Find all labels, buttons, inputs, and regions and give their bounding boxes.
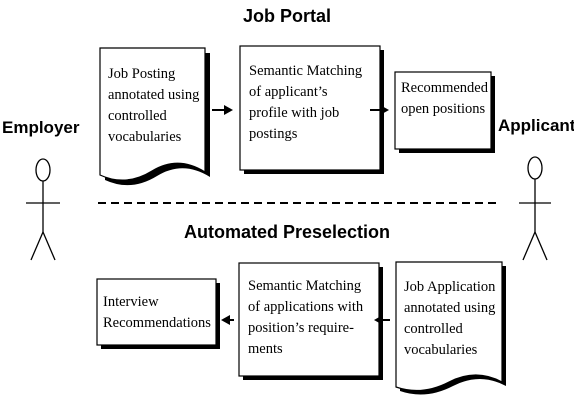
applicant-label: Applicant	[498, 116, 574, 135]
semantic-matching-applications-text: Semantic Matching of applications with p…	[248, 278, 364, 357]
job-application-document-box	[395, 261, 506, 395]
interview-recommendations-box	[96, 278, 220, 349]
arrow-top-2	[370, 105, 389, 115]
recommended-positions-box	[394, 71, 495, 153]
recommended-positions-text: Recommended open positions	[401, 80, 488, 117]
applicant-actor-figure	[519, 156, 551, 261]
arrow-bottom-1	[221, 315, 234, 325]
semantic-matching-applications-box	[238, 262, 383, 380]
employer-actor-figure	[26, 158, 60, 261]
employer-label: Employer	[2, 118, 80, 137]
semantic-matching-profile-text: Semantic Matching of applicant’s profile…	[249, 63, 363, 142]
arrow-bottom-2	[374, 315, 390, 325]
semantic-matching-profile-box	[239, 45, 384, 174]
job-portal-heading: Job Portal	[242, 6, 331, 26]
arrow-top-1	[212, 105, 233, 115]
job-posting-document-box	[99, 47, 210, 186]
interview-recommendations-text: Interview Recommendations	[103, 294, 211, 331]
automated-preselection-heading: Automated Preselection	[183, 222, 391, 242]
job-posting-text: Job Posting annotated using controlled v…	[108, 66, 200, 145]
job-application-text: Job Application annotated using controll…	[404, 279, 496, 358]
